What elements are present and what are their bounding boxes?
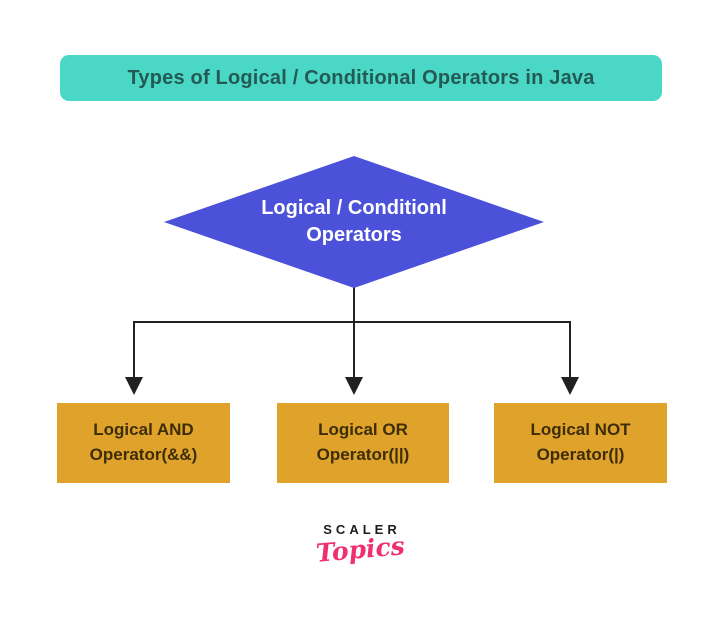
box-logical-not-line1: Logical NOT — [530, 420, 631, 440]
box-logical-or-line1: Logical OR — [318, 420, 408, 440]
box-logical-not: Logical NOT Operator(|) — [494, 403, 667, 483]
box-logical-not-line2: Operator(|) — [536, 445, 625, 464]
box-logical-and: Logical AND Operator(&&) — [57, 403, 230, 483]
page-title: Types of Logical / Conditional Operators… — [127, 66, 595, 89]
title-banner: Types of Logical / Conditional Operators… — [60, 55, 662, 101]
box-logical-or-line2: Operator(||) — [316, 445, 410, 464]
box-logical-and-line2: Operator(&&) — [89, 445, 198, 464]
diamond-label: Logical / Conditionl Operators — [164, 156, 544, 288]
logo-sub-text: Topics — [314, 531, 406, 568]
box-logical-or: Logical OR Operator(||) — [277, 403, 449, 483]
scaler-topics-logo: SCALER Topics — [0, 522, 720, 568]
diamond-node: Logical / Conditionl Operators — [164, 156, 544, 288]
logo-brand-text: SCALER — [323, 522, 401, 537]
box-logical-and-line1: Logical AND — [93, 420, 194, 440]
diamond-label-line2: Operators — [306, 224, 402, 246]
diamond-label-line1: Logical / Conditionl — [261, 197, 447, 219]
